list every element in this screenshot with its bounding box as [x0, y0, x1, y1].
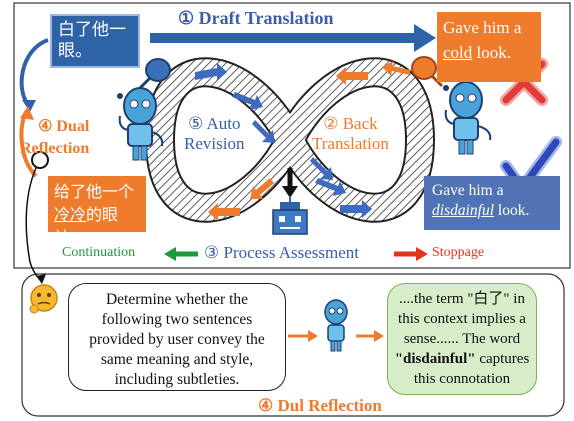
- continuation-label: Continuation: [62, 245, 136, 260]
- back-translation-label-1: ② Back: [323, 114, 378, 133]
- back-text-emph: 冷冷: [54, 205, 87, 224]
- lens-string-head: [36, 274, 46, 284]
- lens-icon: [31, 151, 49, 169]
- back-text-after: 的眼神。: [54, 205, 119, 247]
- back-translation-label: ② Back Translation: [312, 114, 389, 154]
- bottom-panel-border: [21, 273, 565, 417]
- continuation-arrow-head: [164, 247, 176, 261]
- reflection-arrow-head: [20, 106, 34, 120]
- robot-icon: [324, 299, 348, 352]
- infinity-hatch: [146, 59, 434, 221]
- robot-to-reply-arrow-head: [374, 330, 384, 342]
- down-arrow-head: [282, 186, 298, 198]
- reply-text-bold: "disdainful": [394, 351, 476, 367]
- top-panel-border: [13, 2, 571, 269]
- dual-reflection-label: ④ Dual Reflection: [20, 116, 89, 160]
- revised-text-after: look.: [494, 202, 530, 219]
- loop-arrows-orange: [208, 61, 410, 221]
- robot-icon: [272, 196, 308, 235]
- source-text-box: 白了他一眼。: [50, 14, 140, 68]
- auto-revision-label-2: Revision: [184, 134, 245, 153]
- back-text-before: 给了他一个: [54, 182, 135, 201]
- auto-revision-label: ⑤ Auto Revision: [184, 114, 244, 154]
- dual-reflection-label-1: ④ Dual: [38, 118, 90, 135]
- source-back-arrow-head: [22, 100, 36, 112]
- revised-translation-box: Gave him a disdainful look.: [424, 176, 560, 230]
- draft-translation-label: ① Draft Translation: [178, 8, 334, 28]
- back-translation-box: 给了他一个冷冷的眼神。: [48, 176, 146, 247]
- prompt-text: Determine whether the following two sent…: [89, 291, 265, 388]
- source-back-arrow: [19, 38, 49, 106]
- draft-text-before: Gave him a: [443, 18, 522, 37]
- reply-text-1: ....the term "白了" in this context implie…: [398, 291, 526, 347]
- stoppage-label: Stoppage: [432, 245, 485, 260]
- thinking-emoji-icon: [29, 284, 58, 314]
- dul-reflection-label: ④ Dul Reflection: [258, 396, 382, 415]
- process-assessment-label: ③ Process Assessment: [204, 243, 360, 262]
- back-translation-label-2: Translation: [312, 134, 389, 153]
- reply-box: ....the term "白了" in this context implie…: [387, 283, 537, 395]
- revised-text-before: Gave him a: [432, 182, 504, 199]
- prompt-box: Determine whether the following two sent…: [68, 283, 286, 391]
- auto-revision-label-1: ⑤ Auto: [187, 114, 241, 133]
- dual-reflection-label-2: Reflection: [20, 140, 90, 157]
- loop-arrows-blue: [195, 63, 372, 218]
- reply-text-2: captures this connotation: [413, 351, 530, 387]
- robot-icon: [443, 81, 492, 155]
- draft-text-emph: cold: [443, 43, 473, 62]
- draft-arrow-head: [414, 24, 436, 52]
- source-text: 白了他一眼。: [58, 20, 126, 61]
- magnifier-icon: [138, 58, 171, 90]
- lens-string: [25, 167, 41, 281]
- robot-icon: [117, 87, 164, 161]
- prompt-to-robot-arrow-head: [308, 330, 318, 342]
- draft-translation-box: Gave him a cold look.: [437, 12, 541, 82]
- revised-text-emph: disdainful: [432, 202, 495, 219]
- stoppage-arrow-head: [416, 247, 428, 261]
- draft-text-after: look.: [472, 43, 512, 62]
